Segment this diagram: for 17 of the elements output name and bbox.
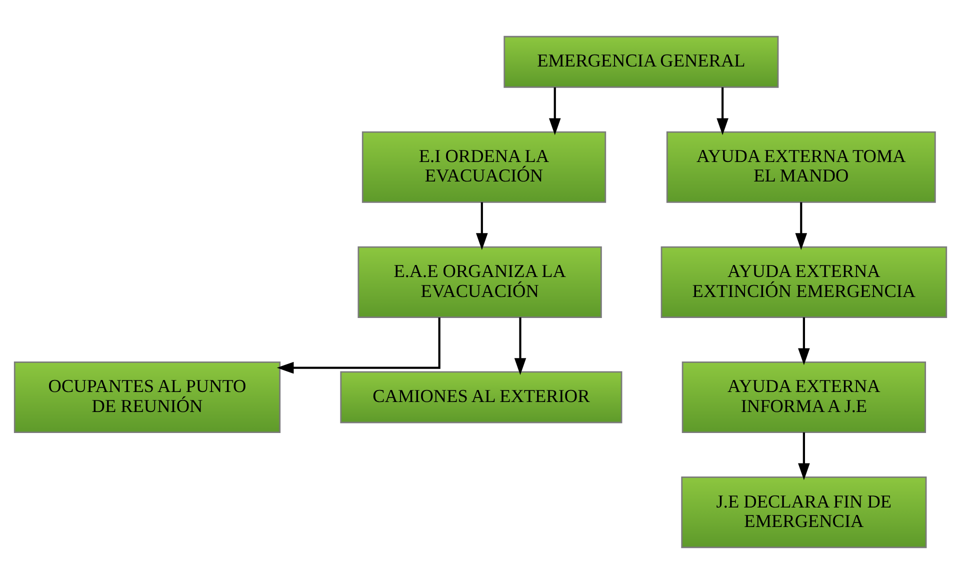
node-box: AYUDA EXTERNA TOMA EL MANDO — [666, 131, 936, 203]
node-box: CAMIONES AL EXTERIOR — [340, 371, 622, 424]
arrow — [548, 87, 560, 136]
arrow — [276, 317, 440, 374]
arrow — [476, 202, 488, 250]
arrow — [794, 202, 807, 250]
node-box: J.E DECLARA FIN DE EMERGENCIA — [680, 476, 926, 548]
node-box: OCUPANTES AL PUNTO DE REUNIÓN — [13, 361, 280, 434]
node-box: AYUDA EXTERNA INFORMA A J.E — [681, 361, 926, 434]
arrow — [798, 432, 810, 480]
node-box: E.I ORDENA LA EVACUACIÓN — [361, 131, 606, 203]
node-box: E.A.E ORGANIZA LA EVACUACIÓN — [357, 246, 602, 318]
arrow — [514, 317, 526, 375]
arrow — [716, 87, 728, 136]
arrow — [798, 317, 810, 366]
node-box: EMERGENCIA GENERAL — [503, 36, 778, 88]
node-box: AYUDA EXTERNA EXTINCIÓN EMERGENCIA — [660, 246, 947, 318]
